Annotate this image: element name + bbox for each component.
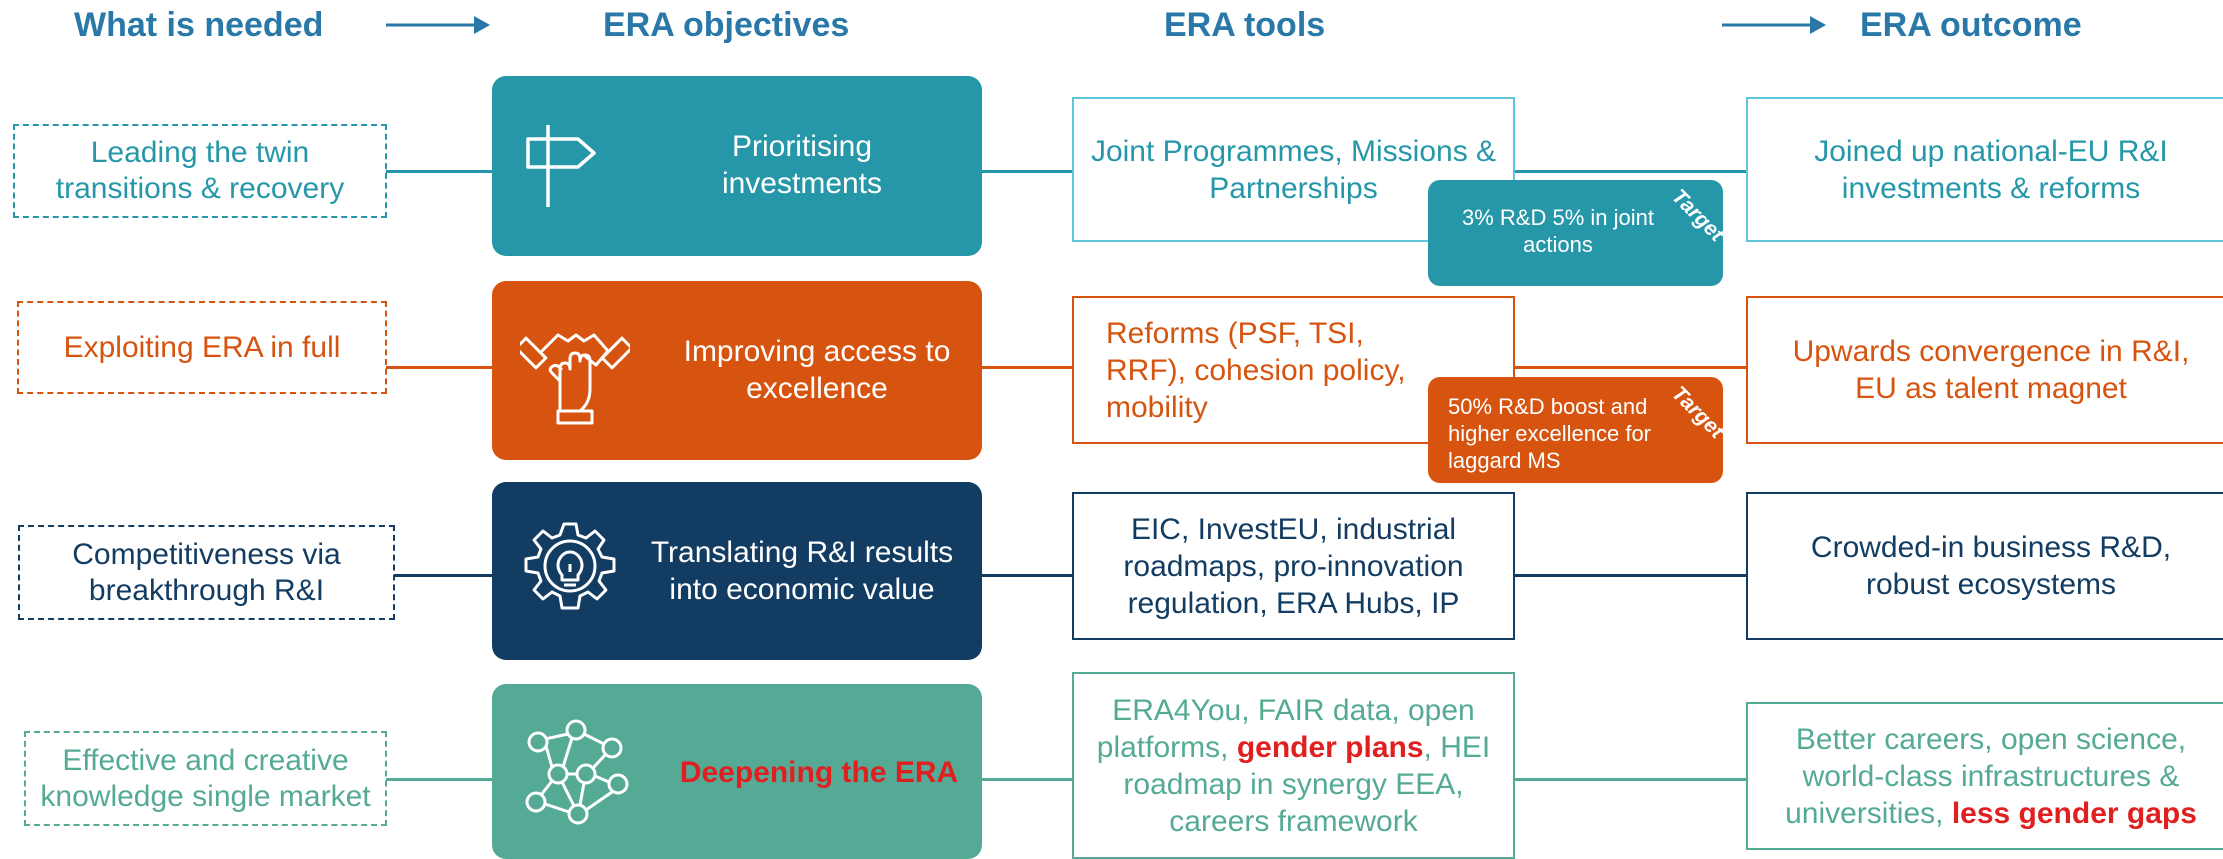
need-box: Leading the twin transitions & recovery — [13, 124, 387, 218]
connector-line — [980, 574, 1072, 577]
connector-line — [386, 778, 494, 781]
objective-label: Improving access to excellence — [683, 335, 951, 405]
connector-line — [1513, 366, 1748, 369]
connector-line — [980, 170, 1072, 173]
need-box: Exploiting ERA in full — [17, 301, 387, 394]
tool-text: Reforms (PSF, TSI, RRF), cohesion policy… — [1106, 316, 1406, 424]
tool-text-part: ERA4You, FAIR data, open platforms, — [1096, 693, 1475, 764]
outcome-box: Crowded-in business R&D, robust ecosyste… — [1746, 492, 2223, 640]
connector-line — [1513, 170, 1748, 173]
objective-box: Improving access to excellence — [492, 281, 982, 460]
connector-line — [980, 778, 1072, 781]
header-arrow-left — [386, 12, 491, 38]
need-box: Competitiveness via breakthrough R&I — [18, 525, 395, 620]
need-box: Effective and creative knowledge single … — [24, 731, 387, 826]
joined-hands-icon — [514, 311, 634, 431]
objective-box: Prioritising investments — [492, 76, 982, 256]
tool-text: ERA4You, FAIR data, open platforms, gend… — [1088, 692, 1499, 840]
target-text: 3% R&D 5% in joint actions — [1462, 205, 1654, 257]
objective-label: Translating R&I results into economic va… — [650, 536, 954, 606]
signpost-icon — [522, 121, 602, 216]
tool-box: Joint Programmes, Missions & Partnership… — [1072, 97, 1515, 242]
connector-line — [386, 366, 494, 369]
outcome-text-part: Better careers, open science, world-clas… — [1785, 722, 2187, 830]
objective-box: Translating R&I results into economic va… — [492, 482, 982, 660]
target-badge: 3% R&D 5% in joint actions Target — [1428, 180, 1723, 286]
header-era-tools: ERA tools — [1164, 6, 1326, 44]
objective-label: Deepening the ERA — [679, 756, 959, 789]
header-arrow-right — [1722, 12, 1827, 38]
outcome-box: Joined up national-EU R&I investments & … — [1746, 97, 2223, 242]
target-text: 50% R&D boost and higher excellence for … — [1448, 394, 1652, 473]
gear-lightbulb-icon — [522, 520, 618, 621]
header-what-is-needed: What is needed — [74, 6, 324, 44]
gender-plans-highlight: gender plans — [1236, 730, 1424, 764]
outcome-box: Better careers, open science, world-clas… — [1746, 702, 2223, 850]
outcome-box: Upwards convergence in R&I, EU as talent… — [1746, 296, 2223, 444]
header-era-outcome: ERA outcome — [1860, 6, 2082, 44]
less-gender-gaps-highlight: less gender gaps — [1951, 796, 2197, 830]
connector-line — [394, 574, 494, 577]
connector-line — [980, 366, 1072, 369]
objective-box: Deepening the ERA — [492, 684, 982, 859]
outcome-text: Better careers, open science, world-clas… — [1756, 721, 2223, 832]
target-label: Target — [1666, 184, 1723, 247]
target-badge: 50% R&D boost and higher excellence for … — [1428, 377, 1723, 483]
connector-line — [1513, 574, 1748, 577]
network-icon — [522, 718, 632, 833]
tool-text-part: , HEI roadmap in synergy EEA, careers fr… — [1123, 730, 1491, 838]
header-era-objectives: ERA objectives — [603, 6, 850, 44]
tool-box: ERA4You, FAIR data, open platforms, gend… — [1072, 672, 1515, 859]
tool-box: EIC, InvestEU, industrial roadmaps, pro-… — [1072, 492, 1515, 640]
connector-line — [1513, 778, 1748, 781]
objective-label: Prioritising investments — [721, 130, 883, 200]
connector-line — [386, 170, 494, 173]
